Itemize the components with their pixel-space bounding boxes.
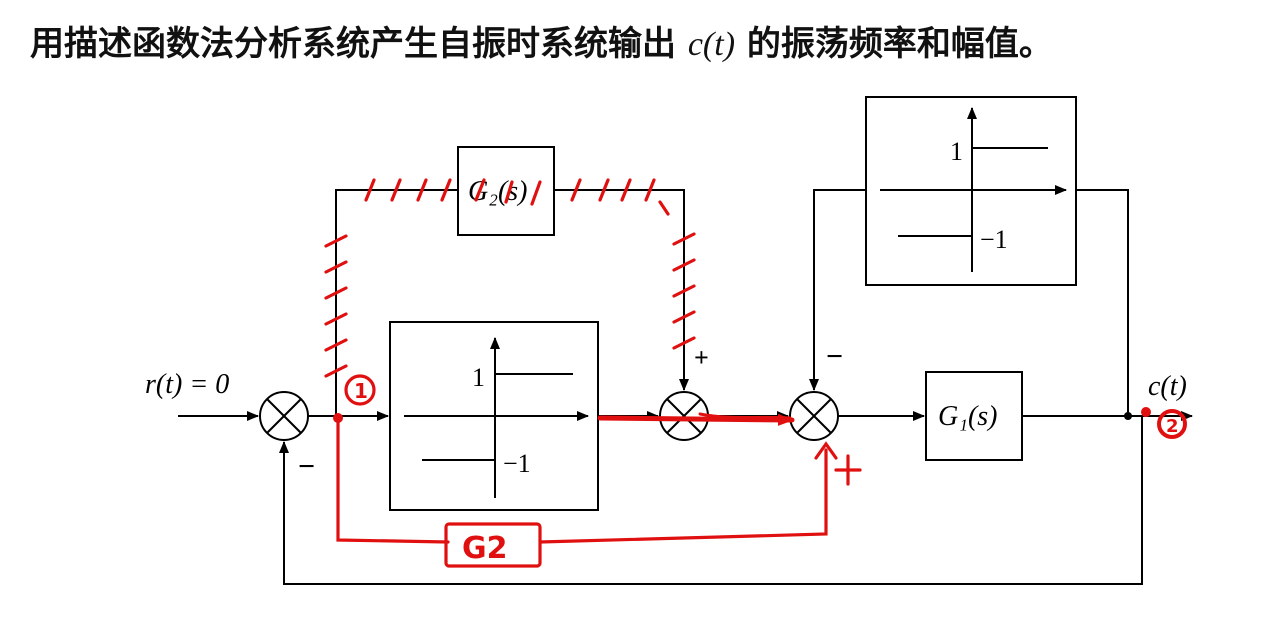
red-g2-bypass-output (538, 448, 828, 544)
handwritten-g2-label: G2 (462, 531, 508, 566)
hatch-marks-top-right (570, 178, 670, 216)
main-feedback-path (279, 416, 1143, 585)
node-1-label: 1 (354, 379, 368, 403)
g2-output-path (554, 189, 689, 391)
problem-output-symbol: c(t) (687, 26, 736, 63)
relay2-neg-label: −1 (980, 225, 1008, 254)
relay2-input-path (1076, 189, 1129, 416)
summing-junction-1 (259, 391, 309, 441)
g2-input-path (335, 189, 458, 416)
g1-label: G₁(s) (938, 401, 998, 432)
relay1-neg-label: −1 (503, 449, 531, 478)
problem-statement: 用描述函数法分析系统产生自振时系统输出 c(t) 的振荡频率和幅值。 (30, 16, 1250, 66)
red-g2-bypass-path (336, 418, 450, 544)
handwritten-g2-box (444, 522, 542, 568)
node-2-dot (1141, 407, 1151, 417)
output-junction-dot (1124, 412, 1132, 420)
hatch-marks-g2 (474, 178, 542, 206)
sj1-minus-sign: − (298, 450, 315, 483)
problem-text-part1: 用描述函数法分析系统产生自振时系统输出 (30, 24, 676, 64)
node-2-circle (1157, 409, 1187, 439)
node-2-label: 2 (1166, 416, 1179, 437)
red-forward-arrow (597, 413, 795, 426)
relay1-pos-label: 1 (472, 363, 485, 392)
sj3-minus-sign: − (826, 340, 843, 373)
sj2-plus-sign: + (694, 343, 709, 372)
hatch-marks-left (324, 234, 348, 378)
red-plus-mark (834, 454, 862, 486)
relay2-output-path (809, 189, 866, 391)
output-label: c(t) (1148, 371, 1187, 402)
relay2-pos-label: 1 (950, 137, 963, 166)
node-1-dot (333, 413, 343, 423)
problem-text-part2: 的振荡频率和幅值。 (746, 24, 1053, 64)
node-1-circle (344, 374, 376, 406)
hatch-marks-right (672, 232, 696, 350)
red-annotations (324, 178, 1187, 568)
g2-label: G₂(s) (468, 176, 528, 207)
summing-junction-2 (659, 391, 709, 441)
summing-junction-3 (789, 391, 839, 441)
hatch-marks-top-left (364, 178, 452, 202)
input-label: r(t) = 0 (145, 369, 229, 400)
